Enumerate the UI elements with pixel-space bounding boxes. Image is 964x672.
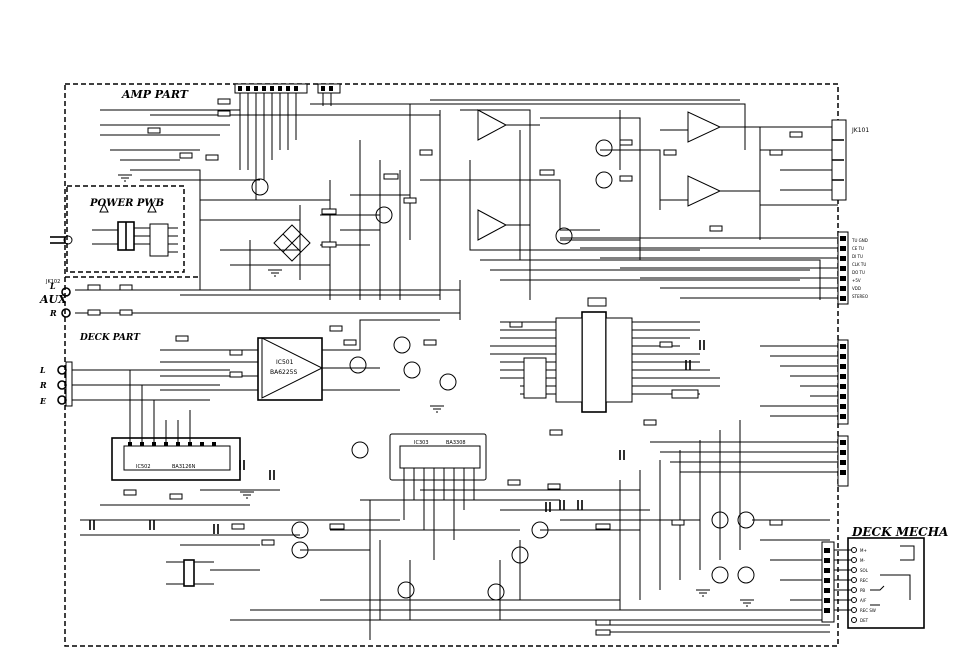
svg-text:PB: PB [860,588,865,593]
svg-text:A/F: A/F [860,598,867,603]
right-connector-tuner [560,231,849,305]
right-connector-mid [650,435,849,487]
power-pwb-outline [66,185,185,273]
deck-mecha-box: M+ M- SOL REC PB A/F REC SW DET [821,537,925,629]
svg-text:M-: M- [860,558,865,563]
svg-text:BA3308: BA3308 [446,440,466,446]
aux-label: AUX [39,293,67,306]
svg-text:REC: REC [860,578,868,583]
power-pwb-title: POWER PWB [89,198,164,209]
jk101-label: JK101 [851,127,869,134]
amp-opamps [261,109,722,399]
tuner-pin-labels: TU GND CE TU DI TU CLK TU DO TU +5V VDD … [851,238,868,299]
top-connector-cn [234,83,341,200]
ic502-block: IC502 BA3126N [72,369,241,481]
svg-text:BA6225S: BA6225S [270,369,297,376]
aux-input-jacks [61,287,71,318]
bridge-rectifier [273,224,311,262]
svg-text:CLK TU: CLK TU [852,262,866,267]
deck-left-label: L [39,365,46,375]
svg-text:IC501: IC501 [276,359,294,366]
ic303-block: IC303 BA3308 [389,433,487,560]
svg-text:DET: DET [860,618,869,623]
passive-components [87,98,803,636]
svg-text:DO TU: DO TU [852,270,865,275]
svg-text:STEREO: STEREO [852,294,868,299]
deck-right-label: R [39,380,47,390]
aux-left-label: L [49,281,56,291]
svg-text:+5V: +5V [852,278,861,283]
main-board-outline [64,83,839,647]
jk102-label: JK102 [45,279,60,285]
aux-right-label: R [49,308,57,318]
svg-text:M+: M+ [860,548,867,553]
svg-text:DI TU: DI TU [852,254,863,259]
svg-text:TU GND: TU GND [851,238,868,243]
deck-input-jacks [57,361,73,407]
amp-wiring [75,99,838,320]
main-controller-ic [490,297,720,413]
svg-text:IC502: IC502 [136,464,151,470]
transistors [251,139,755,601]
bias-osc-coil [166,559,214,587]
deck-ground-label: E [39,396,47,406]
ac-input-plug [50,235,73,245]
svg-text:SOL: SOL [860,568,869,573]
amp-part-title: AMP PART [121,88,189,101]
capacitors [89,340,705,534]
ic501-block: IC501 BA6225S [160,319,440,401]
power-transformer [92,202,178,257]
deck-part-title: DECK PART [79,333,141,343]
deck-area-wiring [80,420,830,640]
svg-text:VDD: VDD [852,286,861,291]
ground-symbols [118,174,754,607]
svg-text:BA3126N: BA3126N [172,464,196,470]
svg-text:REC SW: REC SW [860,608,876,613]
deck-mecha-title: DECK MECHA [851,525,948,539]
svg-text:CE TU: CE TU [852,246,864,251]
right-connector-deck [760,339,849,425]
jk101-jack [831,119,847,201]
svg-text:IC303: IC303 [414,440,429,446]
